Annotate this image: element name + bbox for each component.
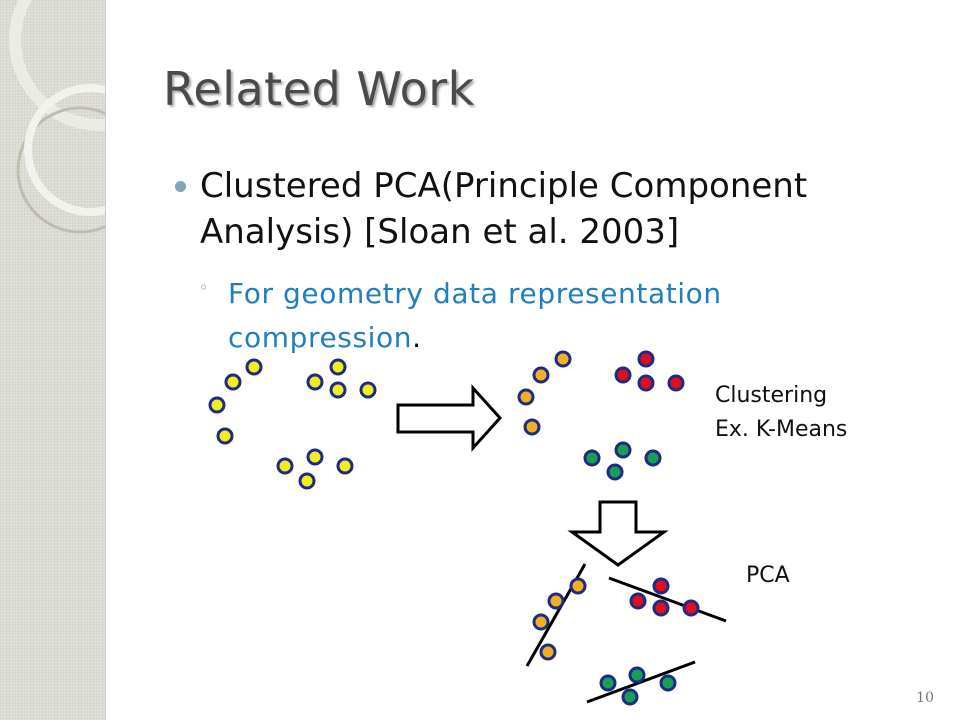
deco-circle-large	[9, 0, 105, 131]
data-point	[245, 358, 263, 376]
data-point	[306, 373, 324, 391]
clustering-label: Clustering Ex. K-Means	[715, 379, 847, 447]
data-point	[652, 577, 670, 595]
data-point	[517, 388, 535, 406]
data-point	[667, 374, 685, 392]
sidebar-decoration	[0, 0, 106, 720]
down-arrow	[567, 500, 669, 567]
pca-axis-line	[608, 576, 727, 623]
sub-bullet-marker: ◦	[199, 278, 209, 297]
data-point	[532, 366, 550, 384]
data-point	[298, 472, 316, 490]
data-point	[224, 373, 242, 391]
pca-points	[532, 577, 700, 706]
data-point	[336, 457, 354, 475]
data-point	[637, 350, 655, 368]
clustering-label-line1: Clustering	[715, 383, 828, 408]
data-point	[216, 427, 234, 445]
data-point	[644, 449, 662, 467]
deco-circle-highlight	[24, 84, 105, 216]
slide-title: Related Work	[163, 62, 475, 116]
data-point	[637, 374, 655, 392]
data-point	[329, 358, 347, 376]
sub-bullet-period: .	[412, 321, 422, 354]
page-number: 10	[916, 690, 934, 706]
right-arrow	[396, 384, 503, 452]
data-point	[628, 666, 646, 684]
data-point	[208, 396, 226, 414]
data-point	[547, 592, 565, 610]
data-point	[606, 463, 624, 481]
data-point	[583, 449, 601, 467]
clustered-points	[517, 350, 685, 481]
data-point	[652, 599, 670, 617]
data-point	[569, 577, 587, 595]
data-point	[539, 643, 557, 661]
data-point	[599, 674, 617, 692]
data-point	[629, 592, 647, 610]
data-point	[614, 366, 632, 384]
data-point	[276, 457, 294, 475]
main-bullet: Clustered PCA(Principle Component Analys…	[200, 166, 808, 252]
data-point	[659, 674, 677, 692]
deco-circle-medium	[16, 106, 105, 234]
data-point	[682, 599, 700, 617]
clustering-label-line2: Ex. K-Means	[715, 417, 848, 442]
data-point	[359, 381, 377, 399]
pca-axis-lines	[525, 563, 727, 704]
data-point	[621, 688, 639, 706]
data-point	[554, 350, 572, 368]
data-point	[523, 418, 541, 436]
decorative-circles	[9, 0, 105, 234]
unclustered-points	[208, 358, 377, 490]
data-point	[614, 441, 632, 459]
sub-bullet-text: For geometry data representation compres…	[228, 277, 722, 354]
data-point	[306, 448, 324, 466]
bullet-marker	[175, 181, 186, 192]
data-point	[329, 381, 347, 399]
pca-label: PCA	[746, 563, 790, 588]
sub-bullet: For geometry data representation compres…	[228, 272, 828, 360]
data-point	[532, 613, 550, 631]
